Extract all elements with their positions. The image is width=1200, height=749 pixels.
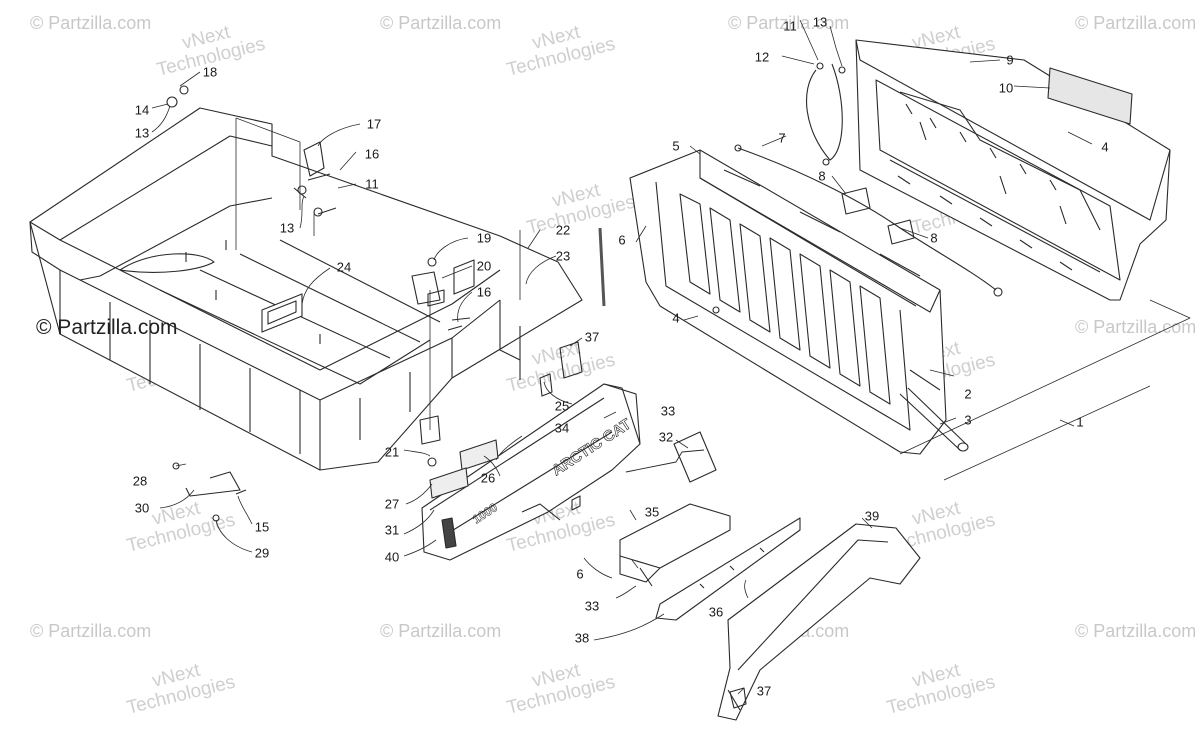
callout-15: 15 [254,519,270,535]
callout-13: 13 [279,220,295,236]
callout-31: 31 [384,522,400,538]
callout-11: 11 [783,18,797,34]
callout-17: 17 [366,116,382,132]
callout-2: 2 [964,386,972,402]
callout-8: 8 [930,230,938,246]
callout-21: 21 [384,444,400,460]
callout-3: 3 [964,412,972,428]
callout-36: 36 [708,604,724,620]
callout-24: 24 [336,259,352,275]
callout-35: 35 [644,504,660,520]
side-panel [421,383,641,561]
callout-33: 33 [584,598,600,614]
callout-11: 11 [365,176,379,192]
callout-8: 8 [818,168,826,184]
callout-4: 4 [1101,139,1109,155]
callout-34: 34 [554,420,570,436]
callout-37: 37 [756,683,772,699]
tailgate-liner [855,39,1171,301]
watermark-tile: © Partzilla.com [30,13,152,33]
callout-14: 14 [134,102,150,118]
callout-18: 18 [202,64,218,80]
callout-26: 26 [480,470,496,486]
callout-12: 12 [754,49,770,65]
watermark-tile: © Partzilla.com [1075,621,1197,641]
callout-32: 32 [658,429,674,445]
watermark-tile: © Partzilla.com [380,621,502,641]
callout-5: 5 [672,138,680,154]
cargo-box [29,107,583,471]
watermark-tile: © Partzilla.com [380,13,502,33]
callout-7: 7 [778,130,786,146]
callout-39: 39 [864,508,880,524]
watermark-tile: © Partzilla.com [1075,317,1197,337]
callout-23: 23 [555,248,571,264]
callout-6: 6 [576,566,584,582]
watermark-tile: © Partzilla.com [30,621,152,641]
callout-19: 19 [476,230,492,246]
callout-27: 27 [384,496,400,512]
callout-22: 22 [555,222,571,238]
callout-16: 16 [364,146,380,162]
callout-40: 40 [384,549,400,565]
callout-28: 28 [132,473,148,489]
callout-1: 1 [1076,414,1084,430]
callout-30: 30 [134,500,150,516]
callout-13: 13 [812,14,828,30]
watermark-tile: © Partzilla.com [728,13,850,33]
callout-4: 4 [672,310,680,326]
callout-25: 25 [554,398,570,414]
callout-16: 16 [476,284,492,300]
watermark-tile: © Partzilla.com [1075,13,1197,33]
callout-9: 9 [1006,52,1014,68]
callout-20: 20 [476,258,492,274]
partzilla-watermark: © Partzilla.com [36,316,178,339]
callout-29: 29 [254,545,270,561]
callout-6: 6 [618,232,626,248]
callout-33: 33 [660,403,676,419]
callout-37: 37 [584,329,600,345]
callout-38: 38 [574,630,590,646]
tailgate-outer [629,149,947,455]
callout-10: 10 [998,80,1014,96]
callout-13: 13 [134,125,150,141]
